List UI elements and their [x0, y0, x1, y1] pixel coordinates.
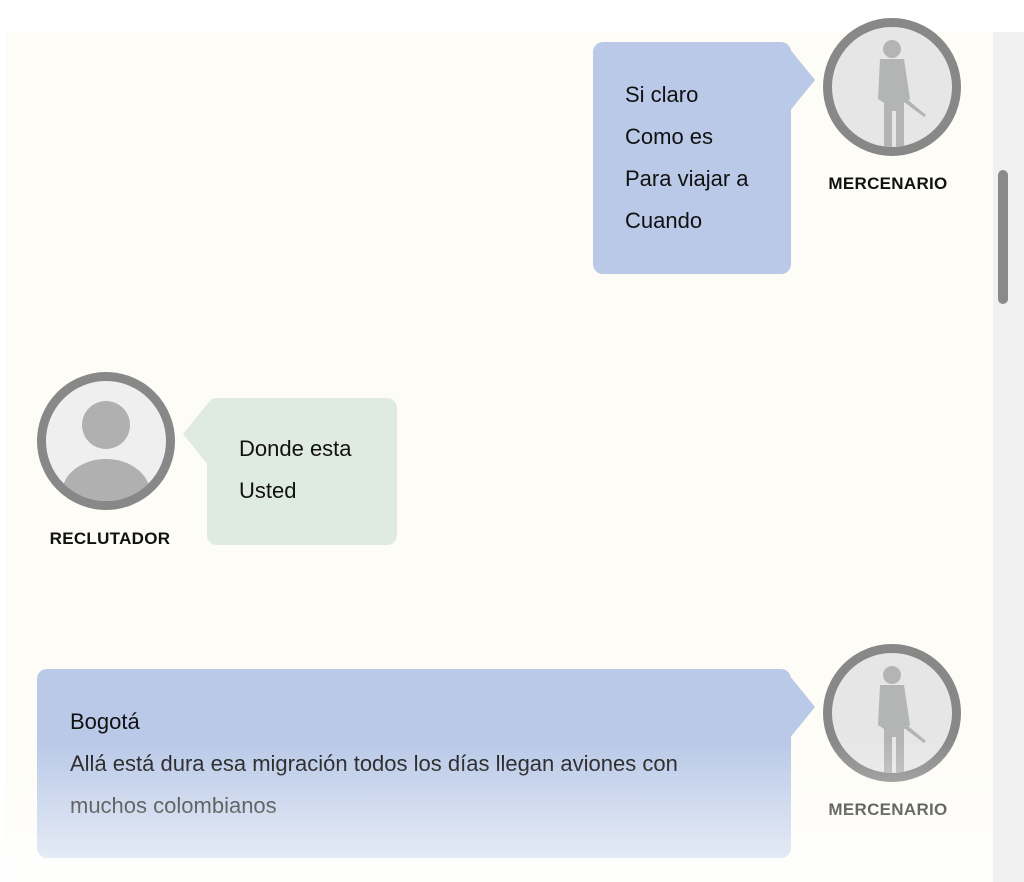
message-line: Si claro — [625, 82, 699, 107]
bubble-tail — [789, 675, 815, 739]
scrollbar-thumb[interactable] — [998, 170, 1008, 304]
message-line: Para viajar a — [625, 166, 749, 191]
message-line: Donde esta — [239, 436, 352, 461]
scrollbar-track[interactable] — [993, 32, 1024, 882]
message-line: muchos colombianos — [70, 793, 277, 818]
message-bubble-reclutador: Donde esta Usted — [207, 398, 397, 545]
message-line: Bogotá — [70, 709, 140, 734]
message-bubble-mercenario: Si claro Como es Para viajar a Cuando — [593, 42, 791, 274]
message-line: Como es — [625, 124, 714, 149]
message-bubble-mercenario: Bogotá Allá está dura esa migración todo… — [37, 669, 791, 858]
bubble-tail — [183, 402, 209, 466]
speaker-label: MERCENARIO — [828, 800, 948, 819]
message-line: Usted — [239, 478, 297, 503]
message-line: Allá está dura esa migración todos los d… — [70, 751, 678, 776]
soldier-avatar-icon — [823, 18, 961, 156]
speaker-label: RECLUTADOR — [49, 529, 171, 548]
user-avatar-icon — [37, 372, 175, 510]
soldier-avatar-icon — [823, 644, 961, 782]
speaker-label: MERCENARIO — [828, 174, 948, 193]
message-line: Cuando — [625, 208, 703, 233]
bubble-tail — [789, 48, 815, 112]
